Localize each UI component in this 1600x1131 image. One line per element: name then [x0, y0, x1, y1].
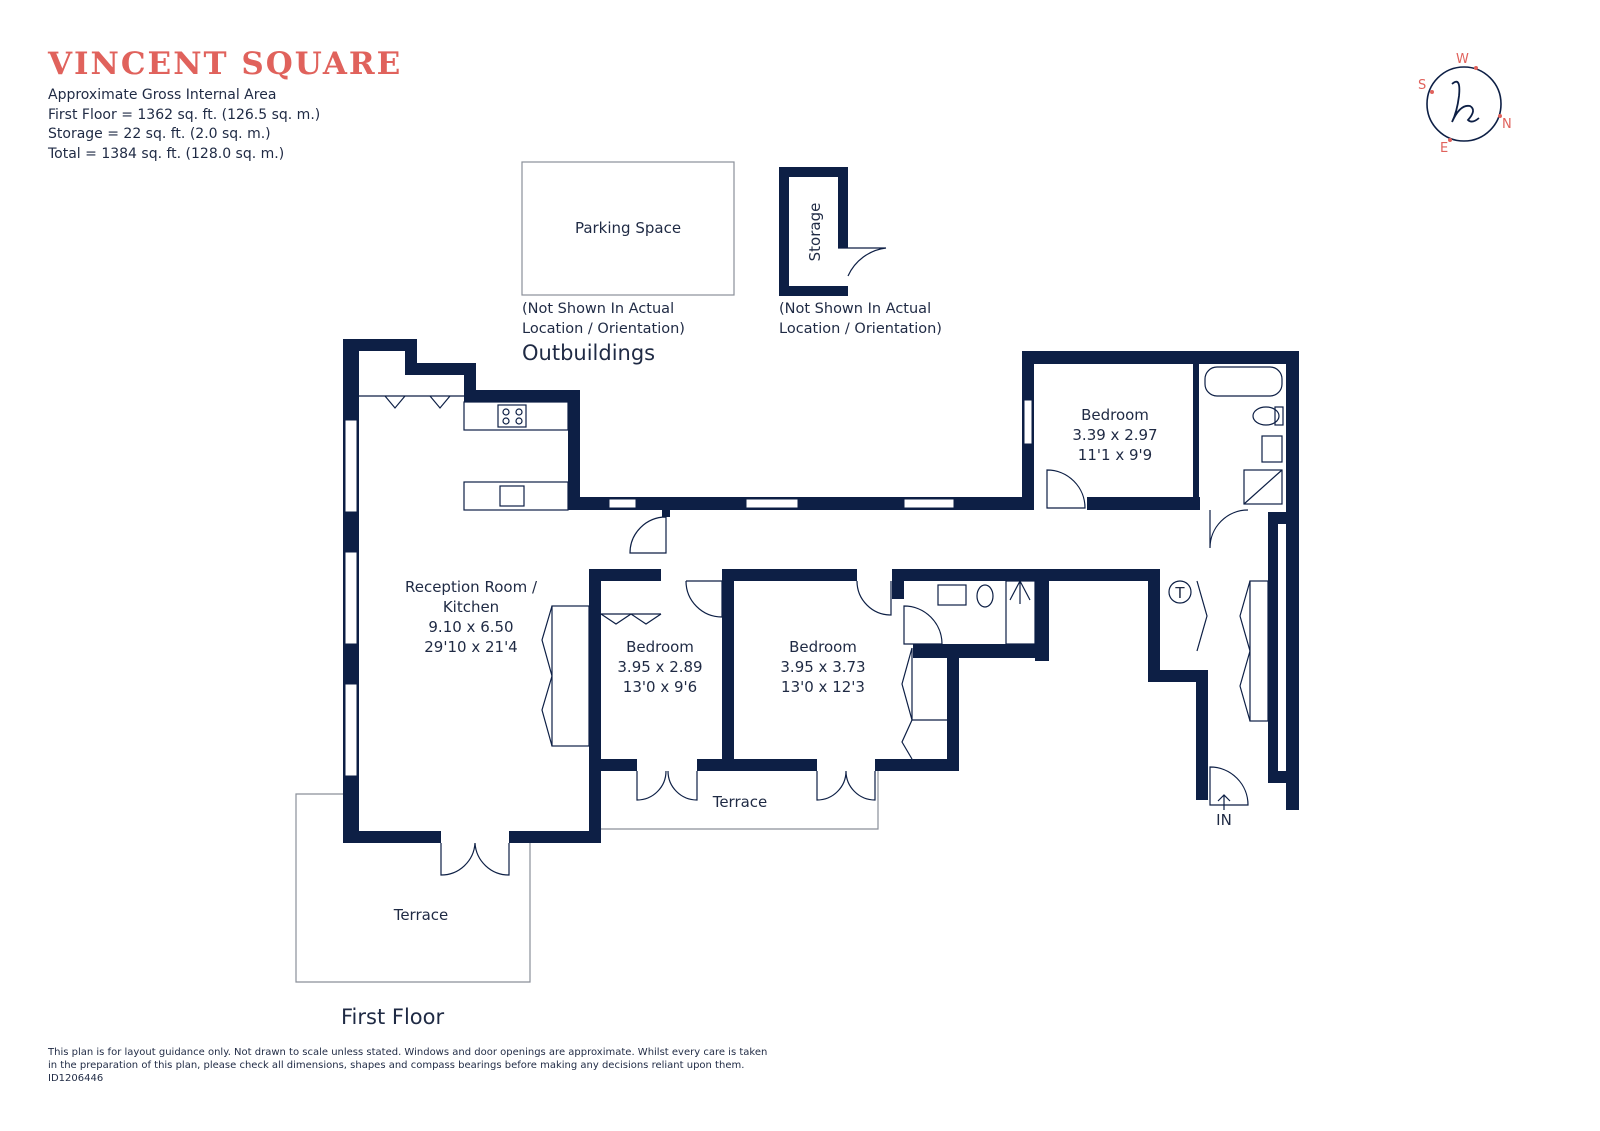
svg-text:13'0 x 12'3: 13'0 x 12'3: [781, 678, 865, 696]
terrace-main-outline: [295, 793, 531, 983]
terrace-main-label: Terrace: [393, 906, 449, 924]
svg-text:3.95 x 2.89: 3.95 x 2.89: [617, 658, 702, 676]
entrance-label: IN: [1216, 811, 1232, 829]
parking-note-line2: Location / Orientation): [522, 321, 685, 337]
svg-text:Kitchen: Kitchen: [443, 598, 499, 616]
compass-w: W: [1456, 52, 1469, 67]
compass-icon: W S N E: [1418, 52, 1512, 156]
door-swings: [440, 469, 1249, 876]
storage-note-line1: (Not Shown In Actual: [779, 301, 931, 317]
parking-note-line1: (Not Shown In Actual: [522, 301, 674, 317]
svg-text:Reception Room /: Reception Room /: [405, 578, 538, 596]
area-summary: Approximate Gross Internal Area First Fl…: [48, 86, 320, 164]
svg-text:11'1 x 9'9: 11'1 x 9'9: [1078, 446, 1152, 464]
storage-label: Storage: [806, 203, 824, 262]
compass-n: N: [1502, 117, 1512, 132]
wardrobes: [359, 395, 1269, 760]
svg-text:13'0 x 9'6: 13'0 x 9'6: [623, 678, 697, 696]
terrace-bedrooms-label: Terrace: [712, 793, 768, 811]
area-subtitle: Approximate Gross Internal Area: [48, 87, 277, 103]
room-bedroom-top: Bedroom 3.39 x 2.97 11'1 x 9'9: [1072, 406, 1157, 464]
storage-note-line2: Location / Orientation): [779, 321, 942, 337]
room-reception: Reception Room / Kitchen 9.10 x 6.50 29'…: [405, 578, 538, 656]
area-total: Total = 1384 sq. ft. (128.0 sq. m.): [48, 145, 285, 162]
room-bedroom-middle: Bedroom 3.95 x 2.89 13'0 x 9'6: [617, 638, 702, 696]
property-title: VINCENT SQUARE: [48, 46, 403, 82]
disclaimer-line2: in the preparation of this plan, please …: [48, 1060, 745, 1071]
entrance-arrow-icon: [1217, 794, 1231, 810]
windows: [344, 399, 1033, 777]
svg-text:Bedroom: Bedroom: [1081, 406, 1149, 424]
disclaimer-line1: This plan is for layout guidance only. N…: [48, 1047, 768, 1058]
area-storage: Storage = 22 sq. ft. (2.0 sq. m.): [48, 126, 271, 142]
bathroom-fixtures: [937, 366, 1284, 645]
svg-text:9.10 x 6.50: 9.10 x 6.50: [428, 618, 513, 636]
tank-label: T: [1174, 584, 1185, 602]
room-bedroom-right: Bedroom 3.95 x 3.73 13'0 x 12'3: [780, 638, 865, 696]
svg-text:3.95 x 3.73: 3.95 x 3.73: [780, 658, 865, 676]
tank-symbol: [1168, 580, 1192, 604]
floor-label: First Floor: [341, 1005, 444, 1029]
disclaimer: This plan is for layout guidance only. N…: [48, 1046, 828, 1085]
compass-e: E: [1440, 141, 1448, 156]
storage-walls: [779, 167, 848, 296]
outbuildings-heading: Outbuildings: [522, 341, 655, 365]
parking-space-label: Parking Space: [575, 219, 681, 237]
svg-text:3.39 x 2.97: 3.39 x 2.97: [1072, 426, 1157, 444]
svg-text:29'10 x 21'4: 29'10 x 21'4: [424, 638, 517, 656]
parking-space-outline: [521, 161, 735, 296]
storage-door-swing: [838, 247, 887, 277]
svg-text:Bedroom: Bedroom: [626, 638, 694, 656]
area-first-floor: First Floor = 1362 sq. ft. (126.5 sq. m.…: [48, 106, 321, 123]
plan-id: ID1206446: [48, 1073, 104, 1084]
svg-text:Bedroom: Bedroom: [789, 638, 857, 656]
compass-s: S: [1418, 78, 1426, 93]
kitchen-units: [463, 401, 569, 511]
